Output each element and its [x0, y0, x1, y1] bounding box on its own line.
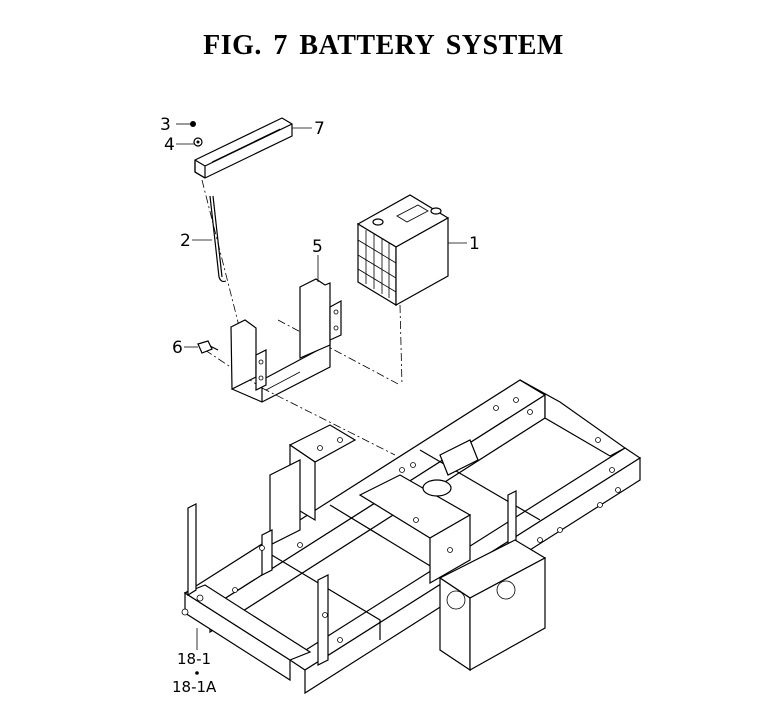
- callout-5: 5: [312, 237, 323, 257]
- part-1-battery: [356, 194, 450, 307]
- callout-6: 6: [172, 338, 183, 358]
- callout-labels: 3 4 7 2 5 1 6 18-1 18-1A: [160, 115, 480, 696]
- callout-18-1a: 18-1A: [172, 678, 217, 696]
- callout-18-1: 18-1: [177, 650, 211, 668]
- part-5-battery-tray: [230, 278, 342, 403]
- callout-7: 7: [314, 119, 325, 139]
- part-6-bolt: [197, 340, 219, 354]
- part-4-nut: [193, 137, 203, 147]
- callout-4: 4: [164, 135, 175, 155]
- main-frame-chassis: [181, 379, 642, 695]
- part-2-hold-down-rod: [209, 195, 227, 283]
- callout-1: 1: [469, 234, 480, 254]
- figure-title: FIG. 7 BATTERY SYSTEM: [203, 30, 564, 61]
- callout-3: 3: [160, 115, 171, 135]
- part-3-washer: [190, 121, 196, 127]
- leader-lines: [176, 123, 467, 650]
- part-7-battery-cover: [194, 117, 293, 179]
- callout-2: 2: [180, 231, 191, 251]
